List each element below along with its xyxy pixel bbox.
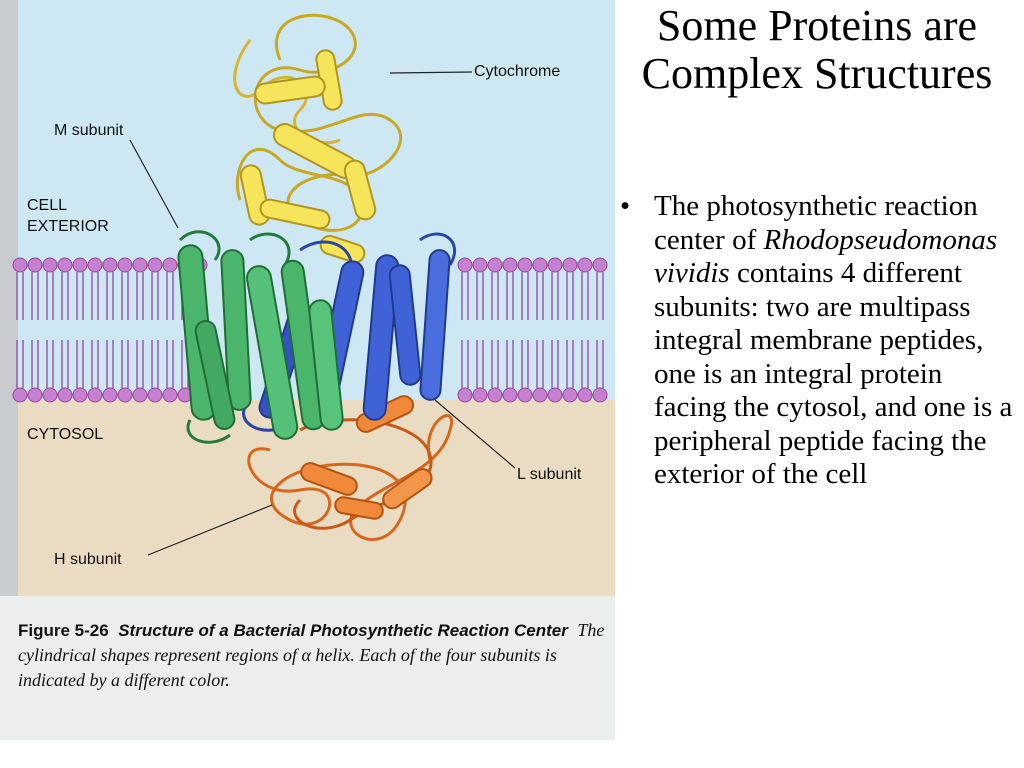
bullet-text-after: contains 4 different subunits: two are m… <box>654 257 1013 490</box>
cytochrome-leader-line <box>389 71 473 74</box>
caption-figure-number: Figure 5-26 <box>18 621 109 640</box>
m-subunit-label: M subunit <box>54 122 124 139</box>
l-subunit-label: L subunit <box>517 466 582 483</box>
h-subunit-label: H subunit <box>54 551 122 568</box>
bullet-list: • The photosynthetic reaction center of … <box>618 190 1018 492</box>
bullet-text-before: The photosynthetic reaction center of <box>654 190 978 256</box>
leader-lines <box>129 71 516 556</box>
cytochrome-label: Cytochrome <box>474 63 561 80</box>
m-subunit-leader-line <box>129 139 179 229</box>
caption-figure-title: Structure of a Bacterial Photosynthetic … <box>118 621 568 640</box>
figure-caption: Figure 5-26 Structure of a Bacterial Pho… <box>18 618 610 693</box>
figure-panel: Cytochrome M subunit CELL EXTERIOR CYTOS… <box>0 0 615 740</box>
cell-exterior-label-line1: CELL <box>27 197 68 214</box>
bullet-item: • The photosynthetic reaction center of … <box>618 190 1018 492</box>
h-subunit-structure <box>247 395 454 541</box>
cytosol-label: CYTOSOL <box>27 426 104 443</box>
cell-exterior-label-line2: EXTERIOR <box>27 218 109 235</box>
caption-body: The cylindrical shapes represent regions… <box>18 620 605 690</box>
l-subunit-leader-line <box>434 399 516 469</box>
caption-background <box>0 596 615 740</box>
h-subunit-leader-line <box>147 504 273 556</box>
cytochrome-structure <box>233 13 403 264</box>
m-subunit-structure <box>177 230 344 444</box>
page-binding-edge <box>0 0 18 740</box>
bullet-marker: • <box>620 190 631 222</box>
slide-title: Some Proteins are Complex Structures <box>641 1 993 98</box>
reaction-center-illustration <box>0 0 615 740</box>
cytosol-region <box>0 400 615 600</box>
organism-name: Rhodopseudomonas vividis <box>654 223 998 290</box>
